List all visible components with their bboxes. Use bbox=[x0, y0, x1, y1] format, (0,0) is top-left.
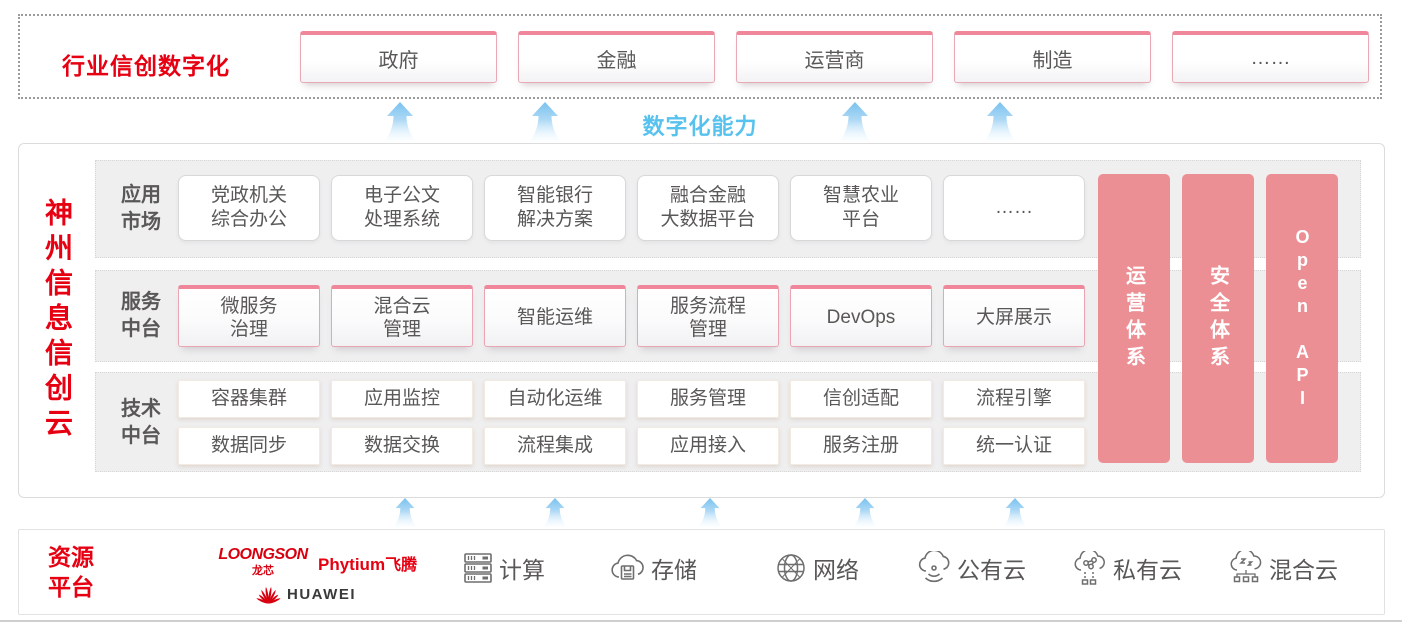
industry-box-manufacturing: 制造 bbox=[954, 31, 1151, 83]
app-box-smart-bank: 智能银行 解决方案 bbox=[484, 175, 626, 241]
up-arrow-icon bbox=[838, 102, 872, 142]
up-arrow-icon bbox=[542, 498, 568, 527]
pillar-security-system: 安全体系 bbox=[1182, 174, 1254, 463]
resource-item-label: 公有云 bbox=[957, 557, 1026, 583]
tech-box-auto-ops: 自动化运维 bbox=[484, 380, 626, 418]
loongson-logo-text: LOONGSON bbox=[218, 546, 308, 563]
tech-box-data-sync: 数据同步 bbox=[178, 427, 320, 465]
resource-item-network: 网络 bbox=[774, 551, 859, 585]
resource-item-storage: 存储 bbox=[608, 551, 697, 585]
industry-box-row: 政府 金融 运营商 制造 …… bbox=[300, 31, 1369, 83]
tech-box-grid-top: 容器集群 应用监控 自动化运维 服务管理 信创适配 流程引擎 bbox=[178, 380, 1085, 418]
server-icon bbox=[464, 553, 492, 583]
private-cloud-icon bbox=[1074, 551, 1105, 585]
up-arrow-icon bbox=[528, 102, 562, 142]
tech-box-service-registry: 服务注册 bbox=[790, 427, 932, 465]
huawei-logo: HUAWEI bbox=[256, 583, 356, 605]
pillar-operation-system: 运营体系 bbox=[1098, 174, 1170, 463]
service-box-smart-ops: 智能运维 bbox=[484, 285, 626, 347]
tech-box-grid-bottom: 数据同步 数据交换 流程集成 应用接入 服务注册 统一认证 bbox=[178, 427, 1085, 465]
service-box-grid: 微服务 治理 混合云 管理 智能运维 服务流程 管理 DevOps 大屏展示 bbox=[178, 285, 1085, 347]
row-label-service-platform: 服务 中台 bbox=[121, 291, 161, 340]
tech-box-process-engine: 流程引擎 bbox=[943, 380, 1085, 418]
service-box-devops: DevOps bbox=[790, 285, 932, 347]
public-cloud-icon bbox=[918, 551, 950, 583]
storage-cloud-icon bbox=[611, 554, 644, 580]
tech-box-xinchuang-adapt: 信创适配 bbox=[790, 380, 932, 418]
tech-box-app-monitor: 应用监控 bbox=[331, 380, 473, 418]
app-box-smart-agriculture: 智慧农业 平台 bbox=[790, 175, 932, 241]
industry-box-finance: 金融 bbox=[518, 31, 715, 83]
huawei-flower-icon bbox=[256, 586, 281, 604]
tech-box-process-integration: 流程集成 bbox=[484, 427, 626, 465]
industry-box-government: 政府 bbox=[300, 31, 497, 83]
platform-vertical-title: 神州信息信创云 bbox=[42, 197, 73, 443]
industry-box-more: …… bbox=[1172, 31, 1369, 83]
tech-box-app-access: 应用接入 bbox=[637, 427, 779, 465]
up-arrow-icon bbox=[852, 498, 878, 527]
resource-platform-label: 资源 平台 bbox=[48, 544, 94, 600]
service-box-big-screen: 大屏展示 bbox=[943, 285, 1085, 347]
up-arrow-icon bbox=[383, 102, 417, 142]
app-box-e-document: 电子公文 处理系统 bbox=[331, 175, 473, 241]
hybrid-cloud-icon bbox=[1230, 551, 1262, 583]
tech-box-unified-auth: 统一认证 bbox=[943, 427, 1085, 465]
loongson-logo: LOONGSON 龙芯 bbox=[213, 546, 313, 578]
network-globe-icon bbox=[777, 554, 805, 582]
app-box-more: …… bbox=[943, 175, 1085, 241]
huawei-logo-text: HUAWEI bbox=[287, 585, 356, 603]
tech-box-container-cluster: 容器集群 bbox=[178, 380, 320, 418]
up-arrow-icon bbox=[697, 498, 723, 527]
phytium-logo: Phytium飞腾 bbox=[318, 551, 417, 575]
tech-box-service-mgmt: 服务管理 bbox=[637, 380, 779, 418]
up-arrow-icon bbox=[983, 102, 1017, 142]
app-box-finance-bigdata: 融合金融 大数据平台 bbox=[637, 175, 779, 241]
up-arrow-icon bbox=[1002, 498, 1028, 527]
resource-item-label: 存储 bbox=[651, 557, 697, 583]
up-arrow-icon bbox=[392, 498, 418, 527]
industry-box-operator: 运营商 bbox=[736, 31, 933, 83]
resource-item-public-cloud: 公有云 bbox=[916, 551, 1026, 585]
app-market-box-grid: 党政机关 综合办公 电子公文 处理系统 智能银行 解决方案 融合金融 大数据平台… bbox=[178, 175, 1085, 241]
resource-item-hybrid-cloud: 混合云 bbox=[1228, 551, 1338, 585]
phytium-logo-subtext: 飞腾 bbox=[385, 557, 418, 574]
app-box-party-gov-office: 党政机关 综合办公 bbox=[178, 175, 320, 241]
industry-band-title: 行业信创数字化 bbox=[62, 53, 230, 79]
service-box-hybrid-cloud-mgmt: 混合云 管理 bbox=[331, 285, 473, 347]
resource-item-label: 网络 bbox=[813, 557, 859, 583]
resource-item-private-cloud: 私有云 bbox=[1072, 551, 1182, 585]
service-box-microservice: 微服务 治理 bbox=[178, 285, 320, 347]
bottom-divider bbox=[0, 620, 1402, 622]
row-label-tech-platform: 技术 中台 bbox=[121, 398, 161, 447]
service-box-service-process: 服务流程 管理 bbox=[637, 285, 779, 347]
resource-item-compute: 计算 bbox=[462, 551, 545, 585]
resource-item-label: 私有云 bbox=[1113, 557, 1182, 583]
phytium-logo-text: Phytium bbox=[318, 555, 386, 574]
tech-box-data-exchange: 数据交换 bbox=[331, 427, 473, 465]
resource-platform-panel bbox=[18, 529, 1385, 615]
row-label-app-market: 应用 市场 bbox=[121, 184, 161, 233]
resource-item-label: 混合云 bbox=[1269, 557, 1338, 583]
capability-label: 数字化能力 bbox=[642, 114, 758, 139]
loongson-logo-subtext: 龙芯 bbox=[252, 565, 274, 577]
pillar-open-api: Open API bbox=[1266, 174, 1338, 463]
resource-item-label: 计算 bbox=[499, 557, 545, 583]
